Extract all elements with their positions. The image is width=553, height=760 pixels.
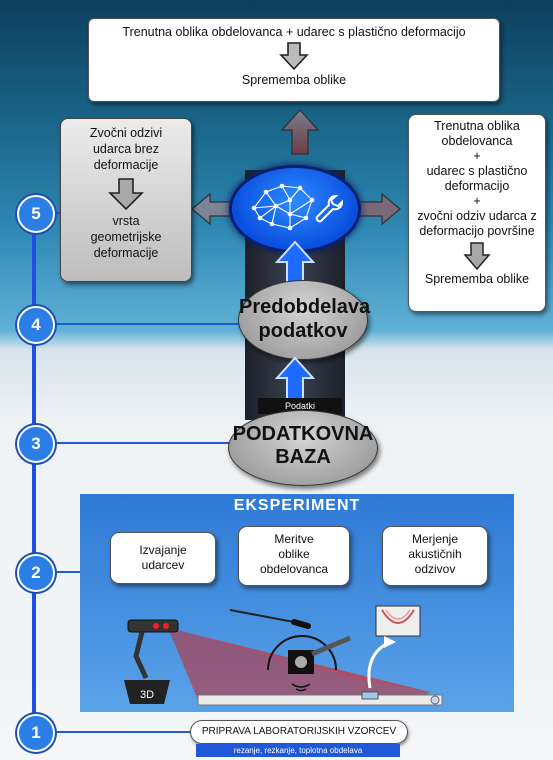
shape-text-1: Meritve <box>274 532 314 546</box>
acoustic-text-3: odzivov <box>414 562 456 576</box>
left-box-text-5: geometrijske <box>90 230 162 244</box>
impact-text-2: udarcev <box>141 558 185 572</box>
left-arrow-icon <box>190 192 235 226</box>
step-2-badge: 2 <box>17 554 55 592</box>
right-box-text-4: deformacijo <box>444 179 510 193</box>
left-box-text-2: udarca brez <box>92 142 159 156</box>
neural-network-icon <box>251 183 315 231</box>
preprocessing-line-2: podatkov <box>258 320 348 342</box>
timeline-line <box>32 210 36 730</box>
down-arrow-icon <box>279 42 309 71</box>
database-line-2: BAZA <box>275 446 331 468</box>
left-box-text-4: vrsta <box>112 214 140 228</box>
right-box-text-7: Sprememba oblike <box>424 272 530 286</box>
left-input-box: Zvočni odzivi udarca brez deformacije vr… <box>60 118 192 282</box>
step5-connector <box>50 212 62 214</box>
blue-up-arrow-icon <box>275 356 315 401</box>
up-arrow-icon <box>280 109 320 155</box>
shape-text-3: obdelovanca <box>259 562 329 576</box>
hammer-icon <box>267 635 351 692</box>
down-arrow-icon <box>463 242 491 271</box>
data-tag: Podatki <box>258 398 342 414</box>
wrench-icon <box>315 195 343 223</box>
scanner-3d-label: 3D <box>140 689 154 701</box>
top-outcome-box: Trenutna oblika obdelovanca + udarec s p… <box>88 18 500 102</box>
surface-deformation-icon <box>367 605 421 689</box>
step-1-badge: 1 <box>17 714 55 752</box>
right-box-plus-2: + <box>473 194 481 208</box>
impact-text-1: Izvajanje <box>139 543 187 557</box>
experiment-setup-illustration: 3D <box>124 605 443 706</box>
experiment-panel: EKSPERIMENT Izvajanje udarcev Meritve ob… <box>80 494 514 712</box>
left-box-text-6: deformacije <box>93 246 159 260</box>
laser-scanner-icon: 3D <box>124 619 179 704</box>
preprocessing-node: Predobdelava podatkov <box>238 280 371 360</box>
down-arrow-icon <box>108 178 144 211</box>
experiment-title: EKSPERIMENT <box>233 497 361 514</box>
step4-connector <box>50 323 240 325</box>
acoustic-text-2: akustičnih <box>408 547 462 561</box>
sample-preparation-label: PRIPRAVA LABORATORIJSKIH VZORCEV <box>201 726 397 737</box>
acoustic-text-1: Merjenje <box>411 532 459 546</box>
sample-preparation-subbar: rezanje, rezkanje, toplotna obdelava <box>196 744 400 757</box>
ml-model-node <box>232 168 358 250</box>
right-input-box: Trenutna oblika obdelovanca + udarec s p… <box>408 114 546 312</box>
left-box-text-3: deformacije <box>93 158 159 172</box>
right-box-text-3: udarec s plastično <box>426 164 528 178</box>
step1-connector <box>50 731 190 733</box>
workpiece-table <box>197 694 443 706</box>
left-box-text-1: Zvočni odzivi <box>89 126 163 140</box>
impact-box: Izvajanje udarcev <box>110 532 216 584</box>
top-box-text-1: Trenutna oblika obdelovanca + udarec s p… <box>122 25 466 39</box>
microphone-icon <box>229 609 311 629</box>
sample-preparation-sub: rezanje, rezkanje, toplotna obdelava <box>233 746 363 755</box>
database-line-1: PODATKOVNA <box>232 423 374 445</box>
step-5-badge: 5 <box>17 195 55 233</box>
sample-preparation-box: PRIPRAVA LABORATORIJSKIH VZORCEV <box>190 720 408 744</box>
database-node: PODATKOVNA BAZA <box>228 410 378 486</box>
shape-measurement-box: Meritve oblike obdelovanca <box>238 526 350 586</box>
right-box-text-1: Trenutna oblika <box>434 119 520 133</box>
right-box-text-5: zvočni odziv udarca z <box>417 209 537 223</box>
data-tag-label: Podatki <box>284 401 316 411</box>
right-arrow-icon <box>357 192 402 226</box>
top-box-text-2: Sprememba oblike <box>241 73 347 87</box>
acoustic-measurement-box: Merjenje akustičnih odzivov <box>382 526 488 586</box>
step-4-badge: 4 <box>17 306 55 344</box>
right-box-text-6: deformacijo površine <box>419 224 535 238</box>
right-box-text-2: obdelovanca <box>441 134 513 148</box>
shape-text-2: oblike <box>278 547 310 561</box>
step-3-badge: 3 <box>17 425 55 463</box>
step2-connector <box>50 571 80 573</box>
right-box-plus-1: + <box>473 149 481 163</box>
step3-connector <box>50 442 230 444</box>
preprocessing-line-1: Predobdelava <box>239 296 371 318</box>
